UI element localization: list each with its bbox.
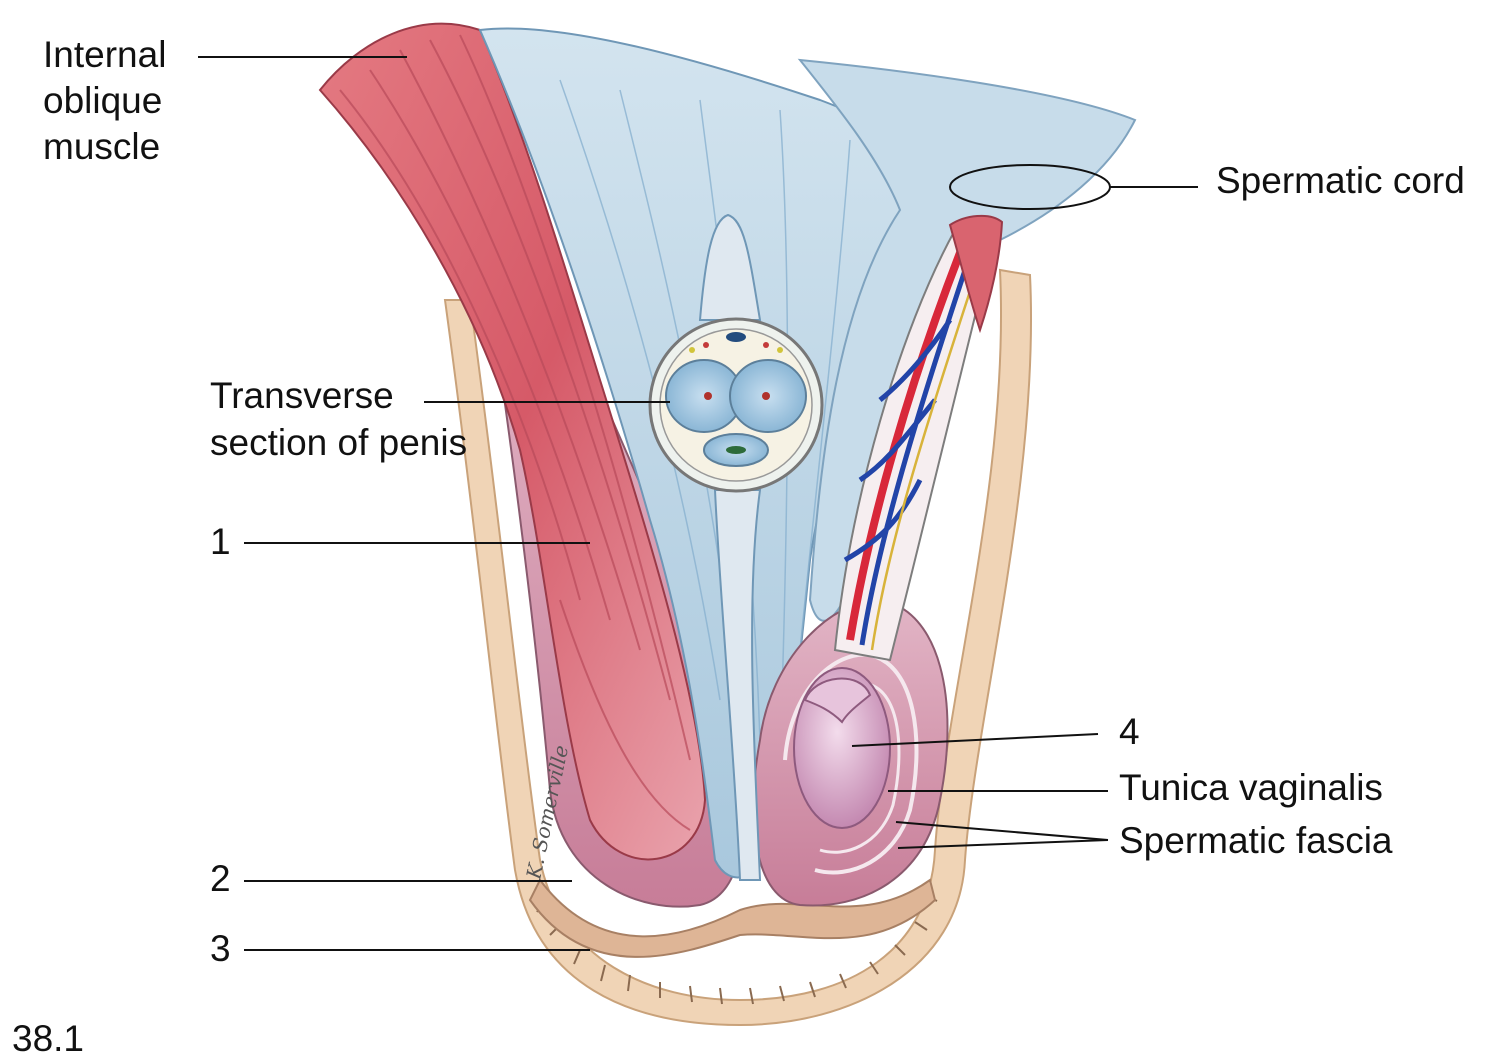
label-transverse-section-line2: section of penis bbox=[210, 422, 468, 463]
label-3: 3 bbox=[210, 928, 231, 969]
leader-lines bbox=[198, 56, 1198, 951]
label-internal-oblique-line1: Internal bbox=[43, 34, 167, 75]
leader-4 bbox=[851, 733, 1099, 747]
testis bbox=[793, 667, 891, 829]
figure-number: 38.1 bbox=[12, 1018, 85, 1059]
label-tunica-vaginalis: Tunica vaginalis bbox=[1119, 767, 1383, 808]
cord-nerve bbox=[870, 244, 987, 651]
label-transverse-section-line1: Transverse bbox=[210, 375, 394, 416]
cord-vein bbox=[843, 239, 978, 646]
urethra bbox=[726, 446, 746, 454]
epididymis-head bbox=[803, 677, 872, 724]
label-4: 4 bbox=[1119, 711, 1140, 752]
label-spermatic-fascia: Spermatic fascia bbox=[1119, 820, 1393, 861]
cord-muscle-band bbox=[948, 214, 1004, 334]
scrotal-floor bbox=[528, 878, 937, 958]
dorsal-vein bbox=[726, 332, 746, 342]
label-1: 1 bbox=[210, 521, 231, 562]
penis-stalk-lower bbox=[713, 489, 762, 881]
muscle-fibers bbox=[339, 34, 691, 831]
label-internal-oblique-line2: oblique bbox=[43, 80, 163, 121]
label-2: 2 bbox=[210, 858, 231, 899]
label-spermatic-cord: Spermatic cord bbox=[1216, 160, 1465, 201]
leader-spermatic-fascia-1 bbox=[895, 821, 1109, 841]
leader-spermatic-fascia-2 bbox=[897, 839, 1109, 849]
label-internal-oblique-line3: muscle bbox=[43, 126, 161, 167]
